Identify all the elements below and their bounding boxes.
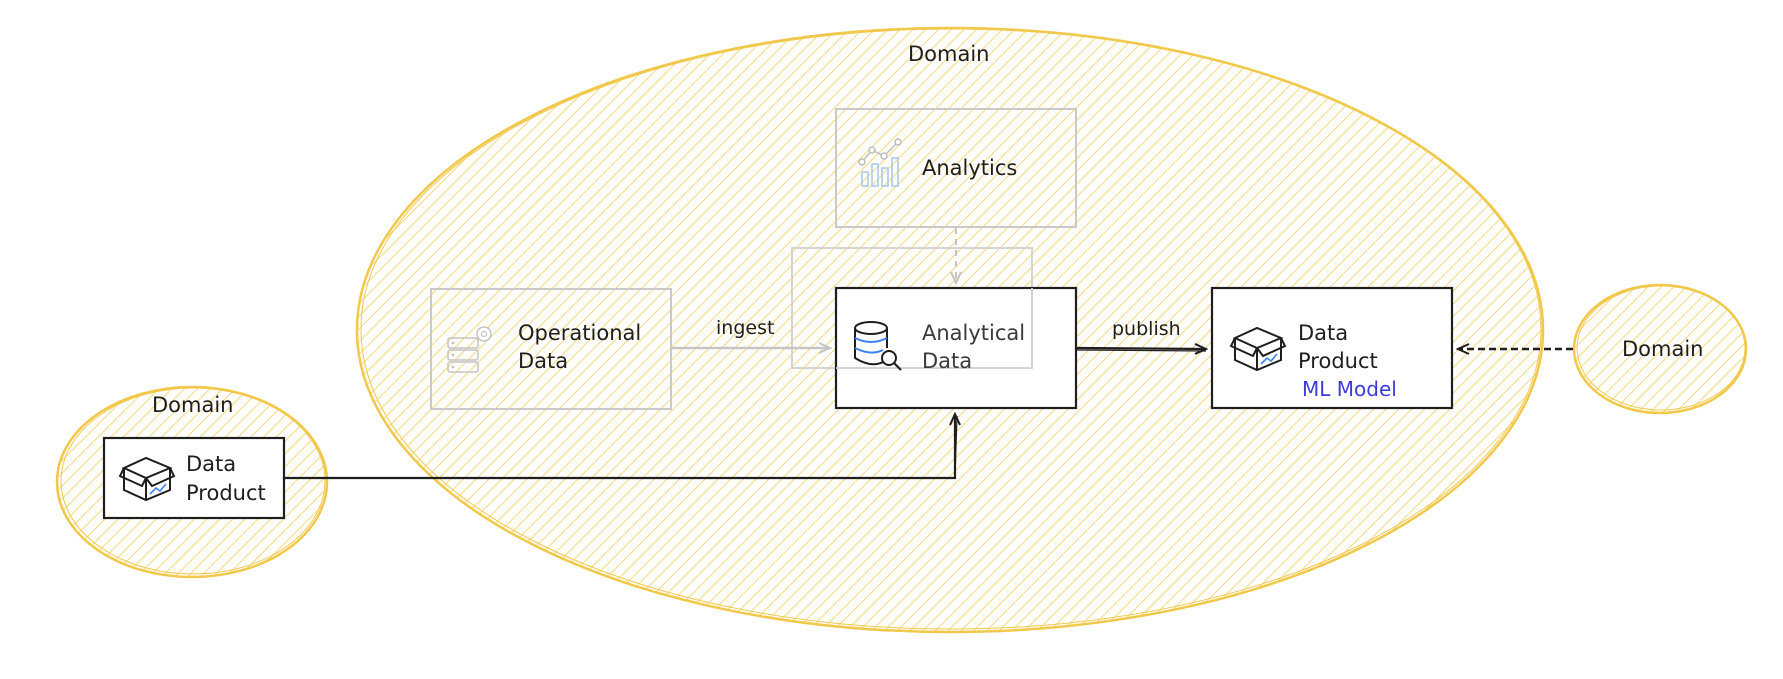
edge-ingest-label: ingest xyxy=(716,317,775,339)
data-product-left-line2: Product xyxy=(186,481,266,505)
chart-icon xyxy=(858,138,902,187)
domain-right-label: Domain xyxy=(1622,337,1704,361)
data-product-left-line1: Data xyxy=(186,452,237,476)
domain-main-label: Domain xyxy=(908,42,990,66)
edge-left-sketch xyxy=(954,415,958,479)
analytical-label-line2: Data xyxy=(922,349,973,373)
data-product-ml-line2: Product xyxy=(1298,349,1378,373)
edge-publish-sketch xyxy=(1076,349,1207,352)
data-product-ml-node[interactable] xyxy=(1210,286,1454,410)
edge-publish-label: publish xyxy=(1112,318,1181,340)
analytics-node[interactable] xyxy=(835,108,1077,228)
analytical-data-node[interactable] xyxy=(792,248,1078,410)
analytical-label-line1: Analytical xyxy=(922,321,1026,345)
edge-publish[interactable] xyxy=(1076,348,1206,349)
data-product-ml-line1: Data xyxy=(1298,321,1349,345)
data-product-left-node[interactable] xyxy=(102,436,286,520)
operational-label-line2: Data xyxy=(518,349,569,373)
domain-right[interactable] xyxy=(1572,283,1748,415)
analytical-shadow-overlay xyxy=(836,288,1033,369)
package-icon xyxy=(118,456,176,502)
operational-data-node[interactable] xyxy=(430,288,672,410)
analytics-label: Analytics xyxy=(922,156,1018,180)
ml-model-tag: ML Model xyxy=(1302,377,1397,401)
package-icon xyxy=(1229,326,1287,372)
server-gear-icon xyxy=(447,326,492,373)
database-search-icon xyxy=(854,321,902,371)
domain-left-label: Domain xyxy=(152,393,234,417)
operational-label-line1: Operational xyxy=(518,321,642,345)
